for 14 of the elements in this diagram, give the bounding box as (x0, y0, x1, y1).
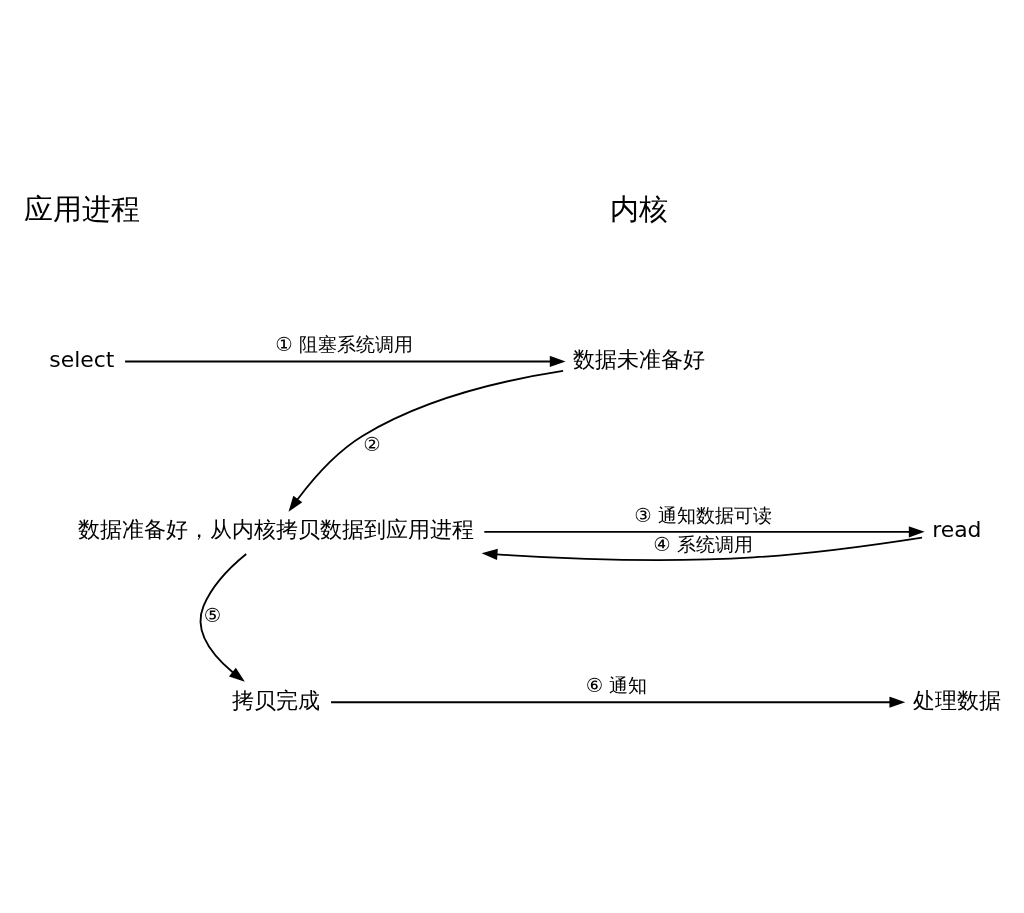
label: 应用进程 (23, 192, 140, 225)
label: 内核 (610, 192, 669, 225)
node-text: 拷贝完成 (232, 687, 321, 713)
edge-label: ⑤ (203, 603, 222, 627)
node-text: 处理数据 (912, 687, 1001, 713)
node-text: 数据准备好，从内核拷贝数据到应用进程 (78, 516, 475, 542)
node-text: 数据未准备好 (573, 346, 706, 372)
node-text: select (49, 346, 115, 372)
edge-label: ② (363, 432, 381, 456)
edge-label: ⑥ 通知 (585, 673, 648, 697)
edge-label: ④ 系统调用 (653, 532, 753, 556)
node-text: read (932, 516, 982, 542)
edge-label: ① 阻塞系统调用 (275, 332, 413, 356)
edge-label: ③ 通知数据可读 (634, 503, 772, 527)
